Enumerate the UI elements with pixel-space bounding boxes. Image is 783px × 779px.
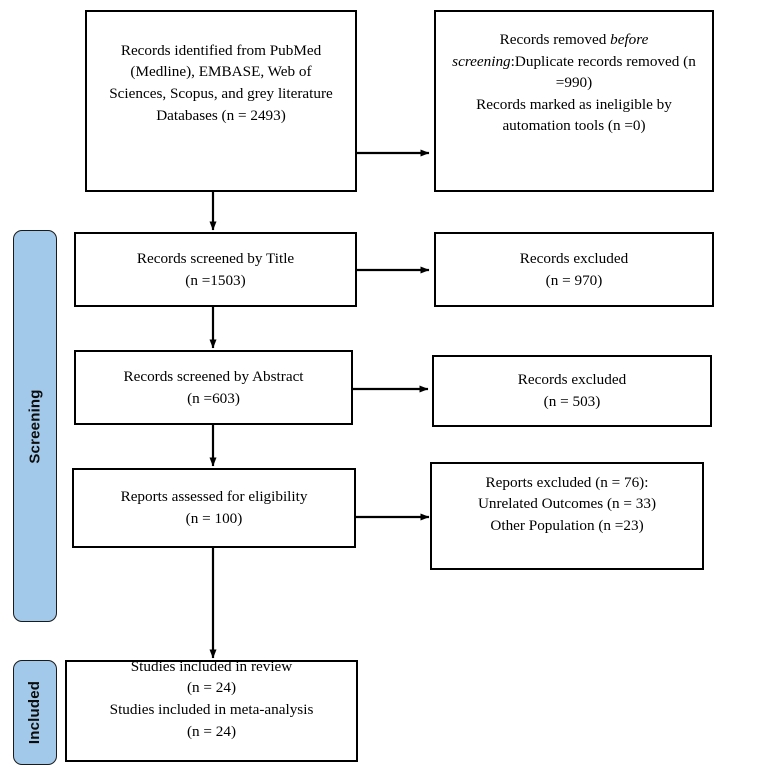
removed-body: Duplicate records removed (n =990) Recor… — [476, 52, 696, 135]
box-records-screened-title-text: Records screened by Title (n =1503) — [136, 249, 295, 289]
box-records-removed-text: Records removed before screening:Duplica… — [436, 29, 712, 137]
stage-label-included: Included — [26, 680, 44, 745]
box-records-excluded-abstract-text: Records excluded (n = 503) — [517, 371, 627, 410]
box-reports-excluded-text: Reports excluded (n = 76): Unrelated Out… — [477, 473, 657, 534]
box-records-excluded-abstract: Records excluded (n = 503) — [432, 355, 712, 427]
stage-pill-included: Included — [13, 660, 57, 765]
box-records-screened-abstract: Records screened by Abstract (n =603) — [74, 350, 353, 425]
box-reports-assessed-eligibility: Reports assessed for eligibility (n = 10… — [72, 468, 356, 548]
box-records-screened-abstract-text: Records screened by Abstract (n =603) — [123, 367, 304, 407]
box-reports-excluded: Reports excluded (n = 76): Unrelated Out… — [430, 462, 704, 570]
box-records-removed-before-screening: Records removed before screening:Duplica… — [434, 10, 714, 192]
box-records-identified: Records identified from PubMed (Medline)… — [85, 10, 357, 192]
box-records-screened-title: Records screened by Title (n =1503) — [74, 232, 357, 307]
box-records-identified-text: Records identified from PubMed (Medline)… — [109, 41, 333, 124]
box-reports-assessed-eligibility-text: Reports assessed for eligibility (n = 10… — [120, 488, 308, 527]
stage-label-screening: Screening — [26, 388, 44, 464]
removed-lead: Records removed — [499, 31, 611, 49]
removed-lead-emphasis: before screening — [452, 31, 649, 70]
stage-pill-screening: Screening — [13, 230, 57, 622]
removed-lead-tail: : — [510, 52, 515, 70]
box-studies-included-text: Studies included in review (n = 24) Stud… — [109, 657, 314, 740]
box-studies-included: Studies included in review (n = 24) Stud… — [65, 658, 358, 762]
box-records-excluded-title: Records excluded (n = 970) — [434, 232, 714, 307]
box-records-excluded-title-text: Records excluded (n = 970) — [519, 249, 629, 289]
